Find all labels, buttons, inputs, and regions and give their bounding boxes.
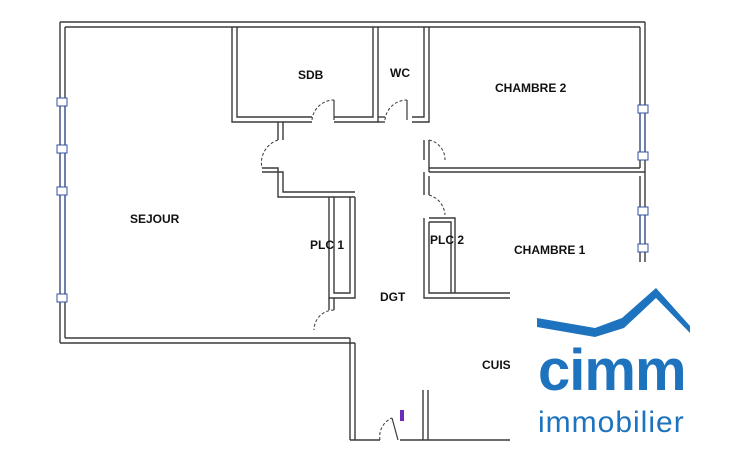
roof-icon bbox=[537, 288, 690, 337]
doors bbox=[260, 99, 446, 441]
room-label-sejour: SEJOUR bbox=[130, 212, 180, 226]
door-leaves bbox=[333, 100, 408, 441]
marker bbox=[400, 410, 404, 421]
windows bbox=[56, 97, 649, 303]
room-label-sdb: SDB bbox=[298, 68, 324, 82]
logo-panel bbox=[510, 262, 740, 472]
room-label-plc2: PLC 2 bbox=[430, 233, 464, 247]
room-label-cuisine: CUIS bbox=[482, 358, 511, 372]
room-label-wc: WC bbox=[390, 66, 410, 80]
room-label-dgt: DGT bbox=[380, 290, 406, 304]
walls bbox=[59, 21, 646, 441]
room-label-plc1: PLC 1 bbox=[310, 238, 344, 252]
room-label-chambre1: CHAMBRE 1 bbox=[514, 243, 586, 257]
logo-name: cimm bbox=[538, 338, 686, 403]
cimm-logo: cimm immobilier bbox=[537, 288, 690, 439]
room-label-chambre2: CHAMBRE 2 bbox=[495, 81, 567, 95]
logo-subtitle: immobilier bbox=[538, 406, 685, 439]
